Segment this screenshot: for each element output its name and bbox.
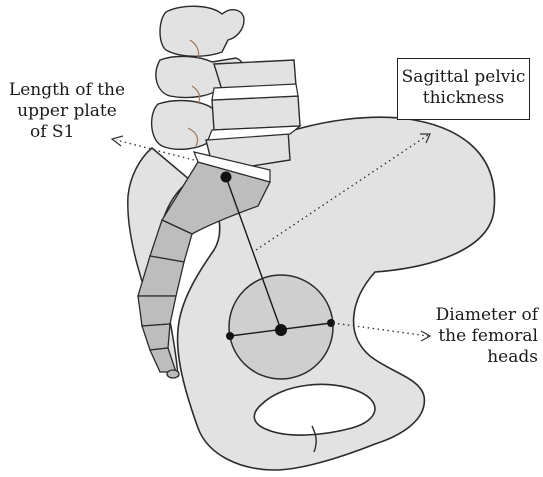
label-upper-plate-line2: upper plate [8, 101, 126, 122]
label-diameter-line3: heads [424, 347, 538, 368]
label-upper-plate: Length of the upper plate of S1 [8, 80, 126, 143]
label-diameter: Diameter of the femoral heads [424, 305, 538, 368]
label-sagittal-box: Sagittal pelvic thickness [397, 58, 530, 120]
femoral-left-dot [226, 332, 234, 340]
label-sagittal-line2: thickness [398, 88, 529, 109]
femoral-center-dot [275, 324, 287, 336]
s1-midpoint-dot [221, 172, 232, 183]
label-upper-plate-line3: of S1 [8, 122, 126, 143]
label-diameter-line1: Diameter of [424, 305, 538, 326]
vertebra-l3 [160, 6, 244, 56]
label-upper-plate-line1: Length of the [8, 80, 126, 101]
label-sagittal-line1: Sagittal pelvic [398, 67, 529, 88]
label-diameter-line2: the femoral [424, 326, 538, 347]
s5-segment [142, 324, 170, 350]
vertebra-l5-body-b [212, 96, 300, 130]
s4-segment [138, 296, 176, 326]
